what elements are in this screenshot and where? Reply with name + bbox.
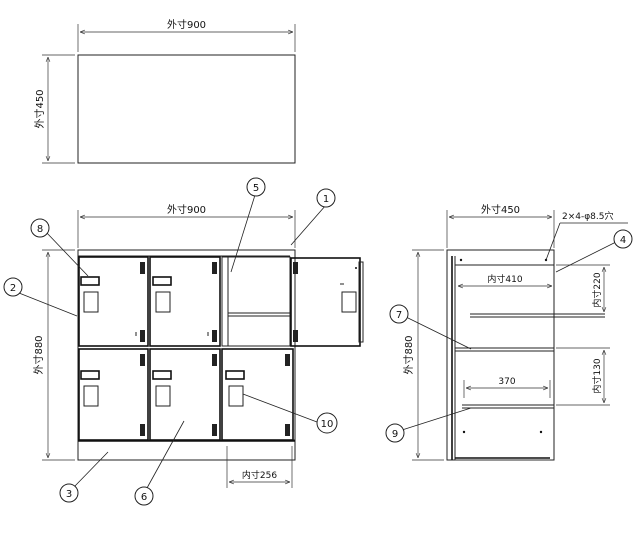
callout-1	[316, 188, 336, 208]
locker-door	[221, 348, 294, 441]
top-depth-dim-label: 外寸450	[33, 89, 46, 128]
svg-text:9: 9	[392, 429, 398, 440]
callout-4	[613, 229, 633, 249]
callout-7	[389, 304, 409, 324]
hinge-icon	[285, 354, 290, 366]
callout-6	[134, 486, 154, 506]
side-view: 外寸450 外寸880 内寸410 内寸220 内寸130 370 2×4-φ8…	[402, 203, 628, 461]
side-height-dim-label: 外寸880	[402, 335, 415, 374]
open-compartment	[221, 256, 291, 347]
shelf-width-dim-label: 370	[498, 377, 515, 387]
svg-text:3: 3	[66, 489, 72, 500]
side-width-dim-label: 外寸450	[481, 203, 520, 216]
svg-text:6: 6	[141, 492, 147, 503]
svg-text:10: 10	[321, 419, 334, 430]
hinge-icon	[212, 262, 217, 274]
inner-width-dim-label: 内寸410	[487, 273, 522, 285]
inner-height-lower-dim-label: 内寸130	[591, 358, 603, 393]
front-view-outline	[77, 249, 296, 461]
svg-text:2: 2	[10, 283, 16, 294]
hinge-icon	[212, 354, 217, 366]
hinge-icon	[140, 424, 145, 436]
front-width-dim-label: 外寸900	[167, 203, 206, 216]
svg-text:8: 8	[37, 224, 43, 235]
locker-door	[149, 348, 221, 441]
svg-text:1: 1	[323, 194, 329, 205]
hinge-icon	[212, 424, 217, 436]
hinge-icon	[140, 262, 145, 274]
svg-text:4: 4	[620, 235, 626, 246]
front-view: 外寸900 外寸880	[32, 203, 364, 488]
callout-5	[246, 177, 266, 197]
callout-3	[59, 483, 79, 503]
hinge-icon	[293, 330, 298, 342]
top-view: 外寸900 外寸450	[33, 18, 296, 164]
callout-10	[316, 412, 338, 434]
locker-door	[78, 256, 149, 347]
callout-9	[385, 423, 405, 443]
callout-2	[3, 277, 23, 297]
mounting-holes-label: 2×4-φ8.5穴	[562, 210, 614, 222]
front-height-dim-label: 外寸880	[32, 335, 45, 374]
hinge-icon	[140, 330, 145, 342]
inner-height-upper-dim-label: 内寸220	[591, 272, 603, 307]
hinge-icon	[285, 424, 290, 436]
locker-door	[149, 256, 221, 347]
hinge-icon	[140, 354, 145, 366]
locker-door	[78, 348, 149, 441]
top-width-dim-label: 外寸900	[167, 18, 206, 31]
top-view-outline	[77, 54, 296, 164]
callouts: 1 2 3 4 5 6 7 8 9 10	[3, 177, 633, 506]
door-inner-width-dim-label: 内寸256	[242, 469, 277, 481]
svg-text:5: 5	[253, 183, 259, 194]
hinge-icon	[293, 262, 298, 274]
svg-text:7: 7	[396, 310, 402, 321]
hinge-icon	[212, 330, 217, 342]
open-door	[290, 257, 364, 347]
callout-8	[30, 218, 50, 238]
